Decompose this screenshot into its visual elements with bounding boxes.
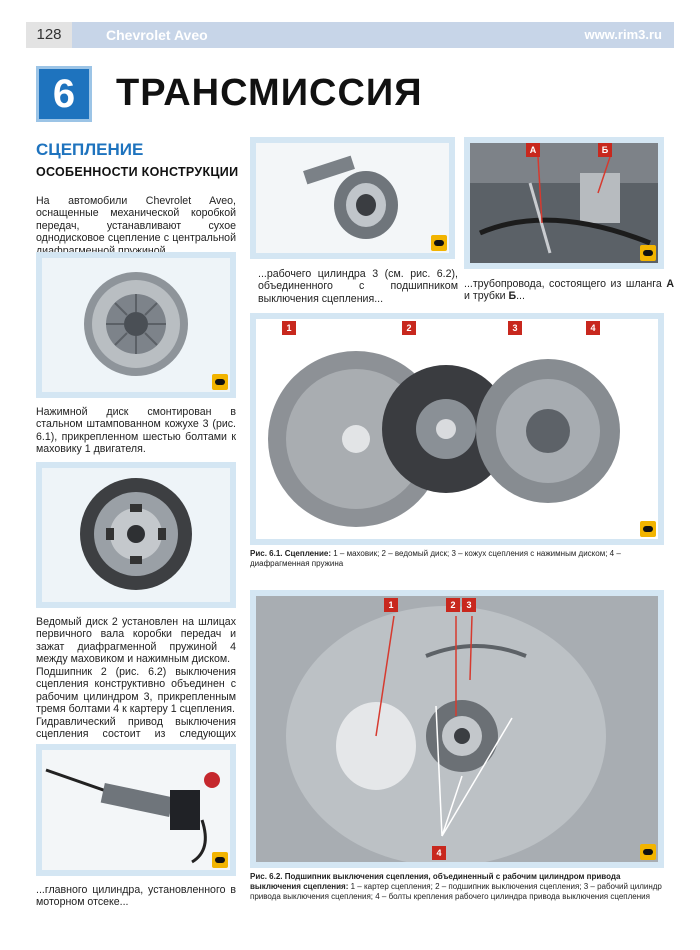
driven-disc-image [42, 468, 230, 602]
pressure-plate-image [42, 258, 230, 392]
pipeline-text-mid: и трубки [464, 290, 506, 303]
driven-disc-paragraph: Ведомый диск 2 установлен на шлицах перв… [36, 616, 236, 666]
chapter-title: ТРАНСМИССИЯ [116, 72, 423, 114]
callout-4: 4 [586, 321, 600, 335]
figure-6-2-caption: Рис. 6.2. Подшипник выключения сцепления… [250, 872, 664, 902]
tool-badge-icon [212, 852, 228, 868]
pressure-plate-photo [42, 258, 230, 392]
bearing-paragraph: Подшипник 2 (рис. 6.2) выключения сцепле… [36, 666, 236, 716]
book-title: Chevrolet Aveo [106, 27, 208, 43]
clutch-housing-image [256, 596, 658, 862]
figure-6-1-frame: 1 2 3 4 [250, 313, 664, 545]
tool-badge-icon [640, 521, 656, 537]
slave-cylinder-photo-frame [250, 137, 455, 259]
callout-1: 1 [384, 598, 398, 612]
clutch-housing-photo [256, 596, 658, 862]
pipes-photo [470, 143, 658, 263]
tool-badge-icon [212, 374, 228, 390]
callout-a: А [526, 143, 540, 157]
clutch-assembly-photo [256, 319, 658, 539]
driven-disc-photo-frame [36, 462, 236, 608]
tool-badge-icon [640, 844, 656, 860]
chapter-number: 6 [36, 66, 92, 122]
figure-6-2-frame: 1 2 3 4 [250, 590, 664, 868]
pipeline-text-end: ... [516, 290, 525, 303]
slave-cylinder-image [256, 143, 449, 253]
callout-4: 4 [432, 846, 446, 860]
figure-6-2-legend: 1 – картер сцепления; 2 – подшипник выкл… [250, 882, 662, 901]
callout-2: 2 [446, 598, 460, 612]
callout-1: 1 [282, 321, 296, 335]
tool-badge-icon [640, 245, 656, 261]
running-header: 128 Chevrolet Aveo www.rim3.ru [26, 22, 674, 48]
callout-3: 3 [462, 598, 476, 612]
pipeline-label-a: А [666, 278, 674, 290]
pipeline-paragraph: ...трубопровода, состоящего из шланга А … [464, 278, 674, 303]
callout-2: 2 [402, 321, 416, 335]
intro-paragraph: На автомобили Chevrolet Aveo, оснащенные… [36, 195, 236, 257]
pressure-plate-paragraph: Нажимной диск смонтирован в стальном шта… [36, 406, 236, 456]
master-cylinder-paragraph: ...главного цилиндра, установленного в м… [36, 884, 236, 909]
pressure-plate-photo-frame [36, 252, 236, 398]
section-subtitle: ОСОБЕННОСТИ КОНСТРУКЦИИ [36, 165, 239, 179]
master-cylinder-image [42, 750, 230, 870]
callout-b: Б [598, 143, 612, 157]
site-url[interactable]: www.rim3.ru [584, 27, 662, 42]
pipes-photo-frame: А Б [464, 137, 664, 269]
figure-6-1-label: Рис. 6.1. Сцепление: [250, 549, 331, 558]
callout-3: 3 [508, 321, 522, 335]
slave-cylinder-photo [256, 143, 449, 253]
master-cylinder-photo-frame [36, 744, 236, 876]
pipeline-label-b: Б [508, 290, 517, 303]
slave-cylinder-paragraph: ...рабочего цилиндра 3 (см. рис. 6.2), о… [258, 268, 458, 305]
figure-6-2-label: Рис. 6.2. Подшипник выключения сцепления… [250, 872, 621, 891]
section-title: СЦЕПЛЕНИЕ [36, 140, 144, 159]
figure-6-1-caption: Рис. 6.1. Сцепление: 1 – маховик; 2 – ве… [250, 549, 664, 569]
driven-disc-photo [42, 468, 230, 602]
figure-6-1-legend: 1 – маховик; 2 – ведомый диск; 3 – кожух… [250, 549, 621, 568]
clutch-assembly-image [256, 319, 658, 539]
tool-badge-icon [431, 235, 447, 251]
pipes-image [470, 143, 658, 263]
page-number: 128 [26, 22, 72, 48]
master-cylinder-photo [42, 750, 230, 870]
pipeline-text-pre: ...трубопровода, состоящего из шланга [464, 278, 662, 290]
